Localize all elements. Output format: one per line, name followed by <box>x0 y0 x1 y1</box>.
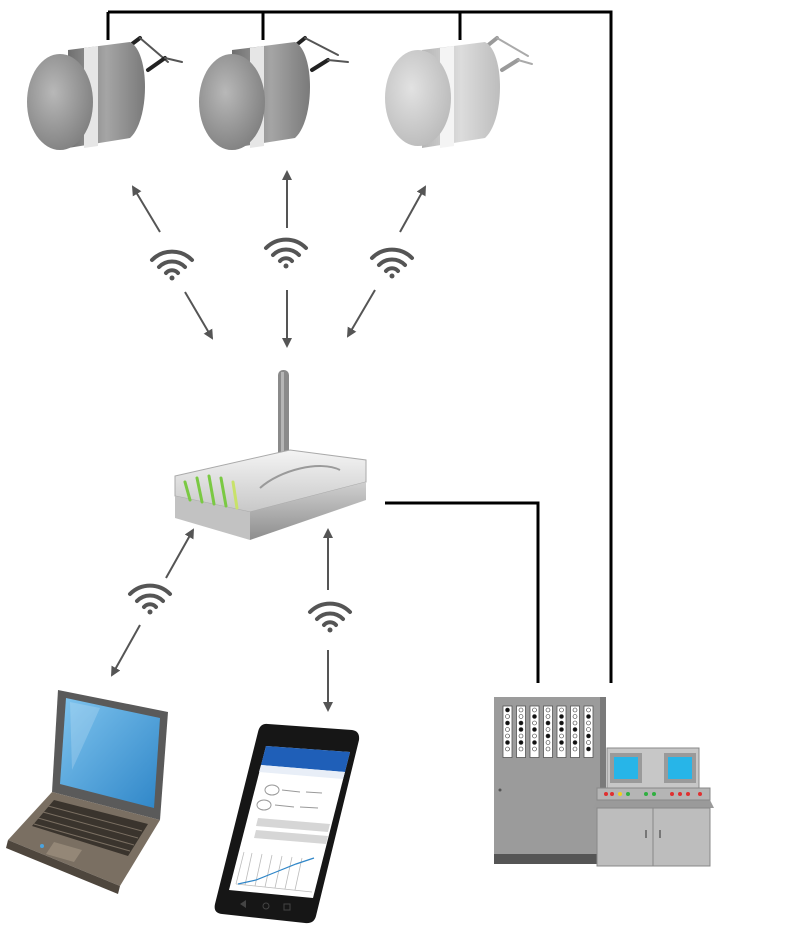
indicator-light <box>545 740 551 745</box>
monitor-left-screen <box>614 757 638 779</box>
indicator-light <box>505 740 510 745</box>
wifi-icon <box>150 249 194 281</box>
laptop-screen <box>60 698 160 808</box>
indicator-light <box>559 727 564 732</box>
indicator-light <box>586 746 591 752</box>
indicator-light <box>572 727 578 732</box>
indicator-light <box>545 714 551 719</box>
sensor-2 <box>199 36 349 150</box>
indicator-light <box>586 740 591 745</box>
wired-links <box>106 10 613 683</box>
indicator-light <box>572 707 578 713</box>
laptop-touchpad <box>46 842 82 862</box>
wifi-icons <box>128 237 414 633</box>
indicator-light <box>545 720 551 726</box>
sensor-1 <box>27 36 183 150</box>
smartphone <box>214 723 360 924</box>
router <box>174 370 367 540</box>
indicator-light <box>559 740 564 745</box>
indicator-light <box>572 714 578 719</box>
indicator-light <box>545 727 551 732</box>
indicator-light <box>559 733 564 739</box>
sensor-3 <box>385 36 533 148</box>
indicator-light <box>518 733 524 739</box>
indicator-light <box>505 727 510 732</box>
sensor-3-face <box>385 50 451 146</box>
console-buttons <box>604 792 702 796</box>
indicator-light <box>505 746 510 752</box>
indicator-light <box>505 707 510 713</box>
indicator-light <box>532 746 537 752</box>
indicator-light <box>505 733 510 739</box>
wifi-icon <box>308 601 352 633</box>
indicator-light <box>532 707 537 713</box>
console-desk <box>593 800 714 808</box>
indicator-light <box>559 720 564 726</box>
arrow-to-sensor-3 <box>399 185 426 233</box>
phone-ui-elements <box>256 784 323 811</box>
indicator-light <box>586 707 591 713</box>
router-leds <box>183 474 239 510</box>
control-station <box>494 697 714 867</box>
indicator-light <box>505 714 510 719</box>
indicator-light <box>532 727 537 732</box>
indicator-light <box>518 720 524 726</box>
arrow-to-router-from-laptop <box>165 528 194 579</box>
phone-app-bar <box>261 746 350 772</box>
indicator-light <box>572 746 578 752</box>
indicator-light <box>586 733 591 739</box>
indicator-light <box>545 746 551 752</box>
indicator-light <box>572 720 578 726</box>
sensor-1-face <box>27 54 93 150</box>
indicator-light <box>532 720 537 726</box>
indicator-light <box>505 720 510 726</box>
indicator-light <box>559 746 564 752</box>
indicator-panel <box>502 705 594 758</box>
indicator-light <box>572 733 578 739</box>
indicator-light <box>586 720 591 726</box>
monitor-right-screen <box>668 757 692 779</box>
laptop <box>6 690 168 894</box>
indicator-light <box>518 727 524 732</box>
indicator-light <box>586 714 591 719</box>
indicator-light <box>559 707 564 713</box>
phone-chart <box>235 851 313 893</box>
wireless-arrows <box>111 170 426 712</box>
top-bus-wire <box>108 10 613 683</box>
sensor-2-face <box>199 54 265 150</box>
indicator-light <box>572 740 578 745</box>
arrow-to-laptop <box>111 624 141 677</box>
arrow-sensor-3-to-router <box>346 289 376 338</box>
indicator-light <box>532 740 537 745</box>
wifi-icon <box>370 247 414 279</box>
indicator-light <box>545 707 551 713</box>
indicator-light <box>518 740 524 745</box>
router-to-cabinet-wire <box>385 501 540 683</box>
wifi-icon <box>128 583 172 615</box>
indicator-light <box>518 746 524 752</box>
indicator-light <box>586 727 591 732</box>
indicator-light <box>532 733 537 739</box>
indicator-light <box>518 707 524 713</box>
arrow-sensor-1-to-router <box>184 291 214 340</box>
arrow-to-sensor-1 <box>131 185 161 233</box>
indicator-light <box>518 714 524 719</box>
indicator-light <box>545 733 551 739</box>
indicator-light <box>532 714 537 719</box>
laptop-keyboard <box>32 800 148 856</box>
wifi-icon <box>264 237 308 269</box>
indicator-light <box>559 714 564 719</box>
